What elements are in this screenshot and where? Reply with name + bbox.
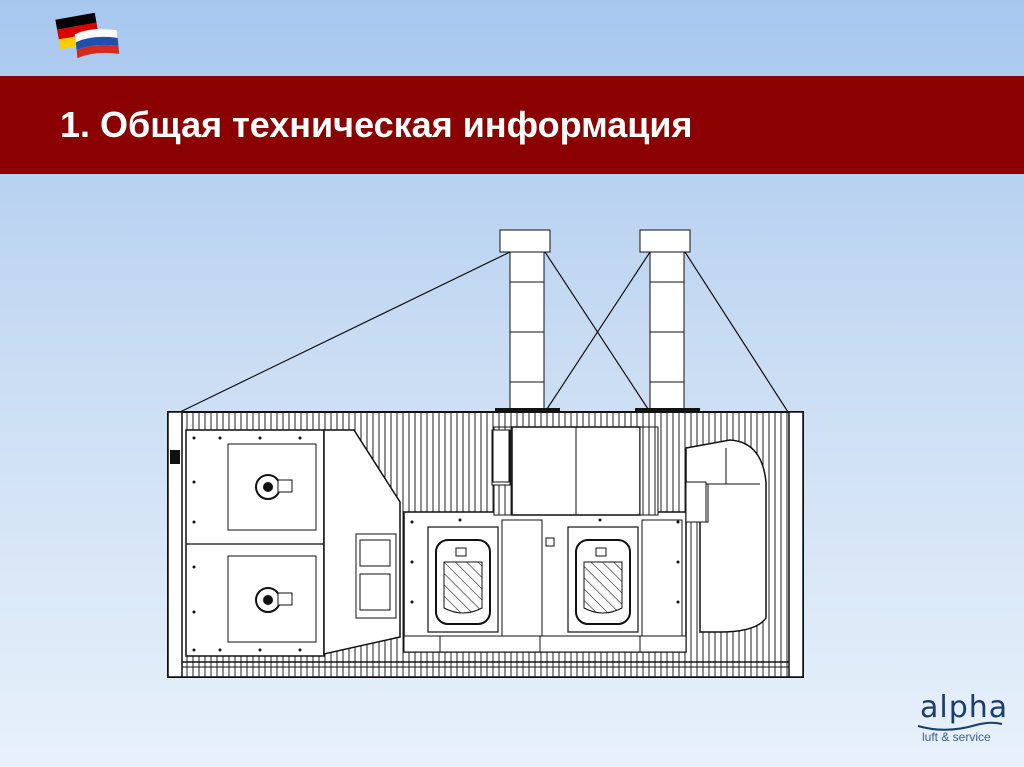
brand-name: alpha	[920, 690, 1009, 725]
german-russian-flags-icon	[48, 8, 128, 68]
slide-title: 1. Общая техническая информация	[60, 104, 693, 145]
brand-subtitle: luft & service	[922, 730, 991, 744]
container-unit-drawing	[160, 222, 810, 684]
brand-swoosh-icon	[917, 721, 1003, 731]
alpha-brand-logo: alpha luft & service	[916, 690, 1009, 750]
title-bar: 1. Общая техническая информация	[0, 76, 1024, 174]
